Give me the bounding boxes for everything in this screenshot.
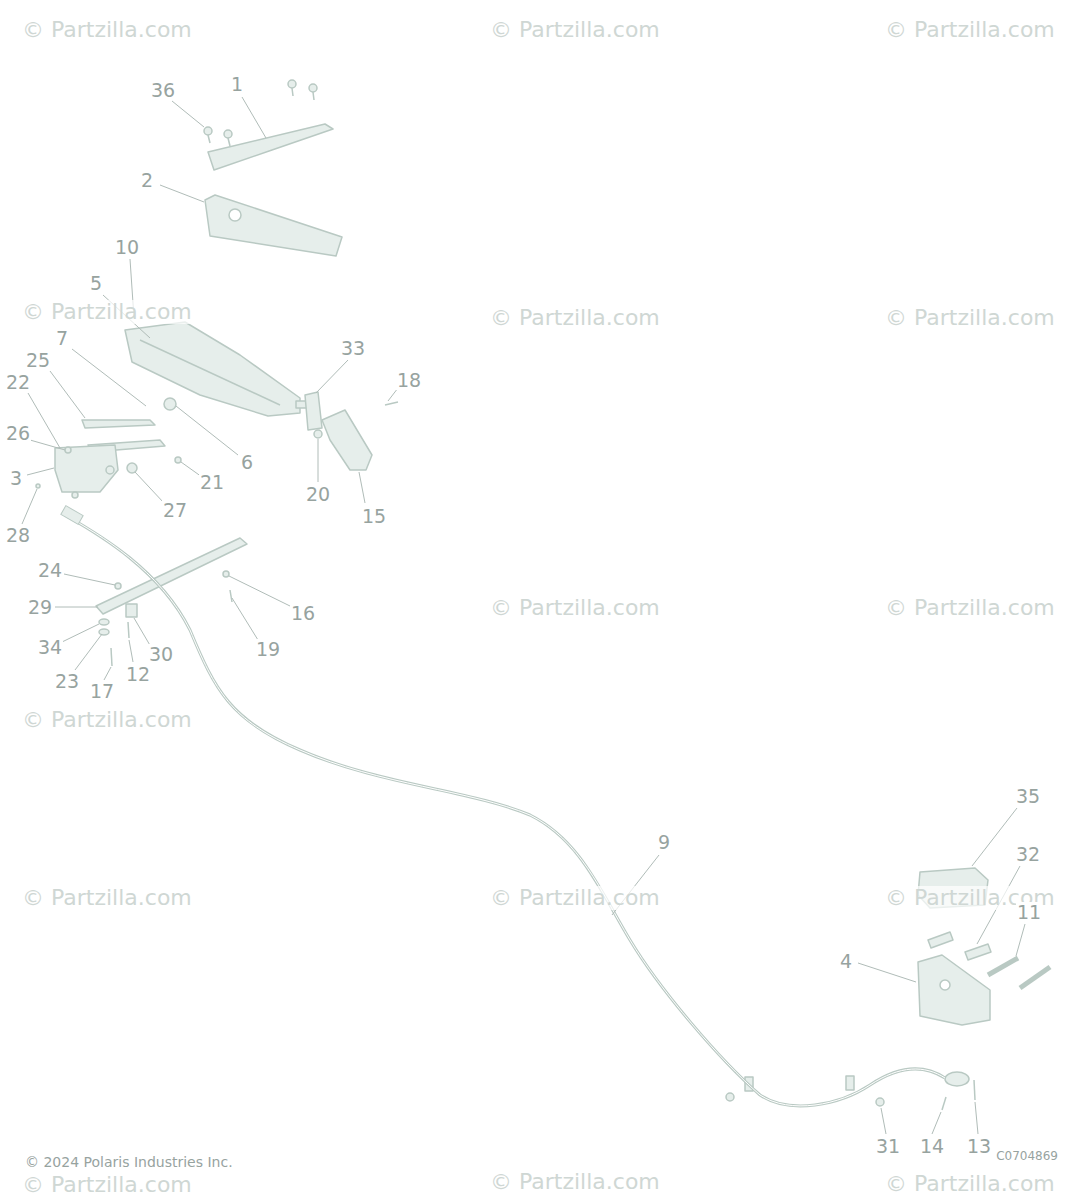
callout-number: 28 [5, 525, 31, 546]
callout-number: 18 [396, 370, 422, 391]
callout-number: 31 [875, 1136, 901, 1157]
watermark: © Partzilla.com [22, 886, 192, 910]
watermark: © Partzilla.com [490, 18, 660, 42]
callout-number: 1 [230, 74, 244, 95]
callout-number: 34 [37, 637, 63, 658]
callout-number: 11 [1016, 902, 1042, 923]
callout-number: 5 [89, 273, 103, 294]
callout-number: 12 [125, 664, 151, 685]
callout-number: 24 [37, 560, 63, 581]
callout-number: 2 [140, 170, 154, 191]
callout-number: 30 [148, 644, 174, 665]
callout-number: 22 [5, 372, 31, 393]
drawing-code: C0704869 [996, 1150, 1058, 1163]
callout-number: 32 [1015, 844, 1041, 865]
callout-number: 7 [55, 328, 69, 349]
callout-number: 36 [150, 80, 176, 101]
watermark: © Partzilla.com [22, 1173, 192, 1197]
watermark: © Partzilla.com [885, 1172, 1055, 1196]
callout-number: 29 [27, 597, 53, 618]
callout-number: 25 [25, 350, 51, 371]
watermark: © Partzilla.com [22, 18, 192, 42]
watermark: © Partzilla.com [885, 596, 1055, 620]
callout-number: 23 [54, 671, 80, 692]
callout-number: 26 [5, 423, 31, 444]
callout-number: 33 [340, 338, 366, 359]
callout-number: 27 [162, 500, 188, 521]
watermark: © Partzilla.com [490, 886, 660, 910]
callout-number: 35 [1015, 786, 1041, 807]
watermark: © Partzilla.com [22, 708, 192, 732]
callout-number: 19 [255, 639, 281, 660]
callout-number: 21 [199, 472, 225, 493]
callout-number: 15 [361, 506, 387, 527]
callout-number: 16 [290, 603, 316, 624]
callout-number: 20 [305, 484, 331, 505]
watermark: © Partzilla.com [490, 306, 660, 330]
watermark: © Partzilla.com [22, 300, 192, 324]
watermark: © Partzilla.com [490, 596, 660, 620]
watermark: © Partzilla.com [490, 1170, 660, 1194]
watermark: © Partzilla.com [885, 306, 1055, 330]
callout-number: 13 [966, 1136, 992, 1157]
callout-number: 9 [657, 832, 671, 853]
copyright-note: © 2024 Polaris Industries Inc. [25, 1155, 233, 1170]
callout-number: 14 [919, 1136, 945, 1157]
callout-number: 3 [9, 468, 23, 489]
callout-number: 6 [240, 452, 254, 473]
watermark: © Partzilla.com [885, 18, 1055, 42]
callout-number: 10 [114, 237, 140, 258]
callout-number: 4 [839, 951, 853, 972]
callout-number: 17 [89, 681, 115, 702]
